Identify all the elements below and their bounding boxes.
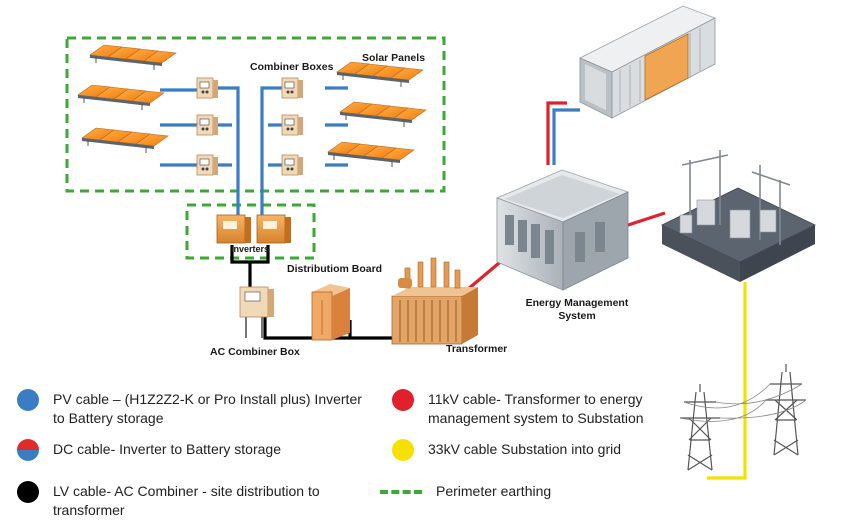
inverters <box>216 214 291 244</box>
legend-11kv-cable: 11kV cable- Transformer to energy manage… <box>392 389 644 428</box>
legend-11kv-line1: 11kV cable- Transformer to energy <box>428 391 643 407</box>
legend-lv-line1: LV cable- AC Combiner - site distributio… <box>53 483 320 499</box>
transformer <box>391 257 478 345</box>
legend-pv-line2: to Battery storage <box>53 410 164 426</box>
lv-cable-swatch <box>17 481 39 503</box>
legend-11kv-text: 11kV cable- Transformer to energy manage… <box>428 390 644 428</box>
earthing-swatch <box>380 490 422 494</box>
label-ems-line2: System <box>558 310 596 322</box>
label-inverters: Inverters <box>231 244 270 254</box>
label-distribution-board: Distributiom Board <box>287 263 383 275</box>
legend-lv-text: LV cable- AC Combiner - site distributio… <box>53 482 320 520</box>
legend-33kv-cable: 33kV cable Substation into grid <box>392 439 622 461</box>
dc-cable-blue <box>552 108 580 165</box>
legend-11kv-line2: management system to Substation <box>428 410 644 426</box>
kv33-cable-swatch <box>392 439 414 461</box>
inverter-perimeter-earthing <box>185 203 316 260</box>
label-ems-line1: Energy Management <box>525 297 629 309</box>
legend-lv-line2: transformer <box>53 502 125 518</box>
battery-container <box>579 5 716 119</box>
legend-dc-cable: DC cable- Inverter to Battery storage <box>17 439 281 461</box>
solar-perimeter-earthing <box>65 36 446 193</box>
dc-cable-swatch <box>17 439 39 461</box>
kv11-cable-swatch <box>392 389 414 411</box>
legend-perimeter-earthing: Perimeter earthing <box>380 482 551 501</box>
transmission-pylons <box>679 364 807 471</box>
label-transformer: Transformer <box>446 343 508 355</box>
kv11-cable-substation <box>624 211 666 228</box>
energy-management-building <box>495 169 630 291</box>
label-combiner-boxes: Combiner Boxes <box>250 61 334 73</box>
kv33-cable <box>707 282 747 480</box>
label-solar-panels: Solar Panels <box>362 52 426 64</box>
solar-panels-left <box>77 44 177 154</box>
label-energy-management-system: Energy Management System <box>517 297 637 323</box>
substation <box>661 150 816 282</box>
legend-pv-line1: PV cable – (H1Z2Z2-K or Pro Install plus… <box>53 391 362 407</box>
pv-cables <box>160 86 348 215</box>
pv-cable-swatch <box>17 389 39 411</box>
combiner-boxes <box>196 77 304 176</box>
label-ac-combiner-box: AC Combiner Box <box>210 346 300 358</box>
distribution-board <box>311 284 350 341</box>
legend-dc-text: DC cable- Inverter to Battery storage <box>53 441 281 457</box>
legend-earthing-text: Perimeter earthing <box>436 483 552 499</box>
legend-pv-text: PV cable – (H1Z2Z2-K or Pro Install plus… <box>53 390 362 428</box>
ac-combiner-box <box>239 286 274 338</box>
legend-33kv-text: 33kV cable Substation into grid <box>428 441 622 457</box>
legend-lv-cable: LV cable- AC Combiner - site distributio… <box>17 481 320 520</box>
dc-cable-red <box>546 101 567 165</box>
solar-panels-right <box>327 61 427 168</box>
legend-pv-cable: PV cable – (H1Z2Z2-K or Pro Install plus… <box>17 389 362 428</box>
